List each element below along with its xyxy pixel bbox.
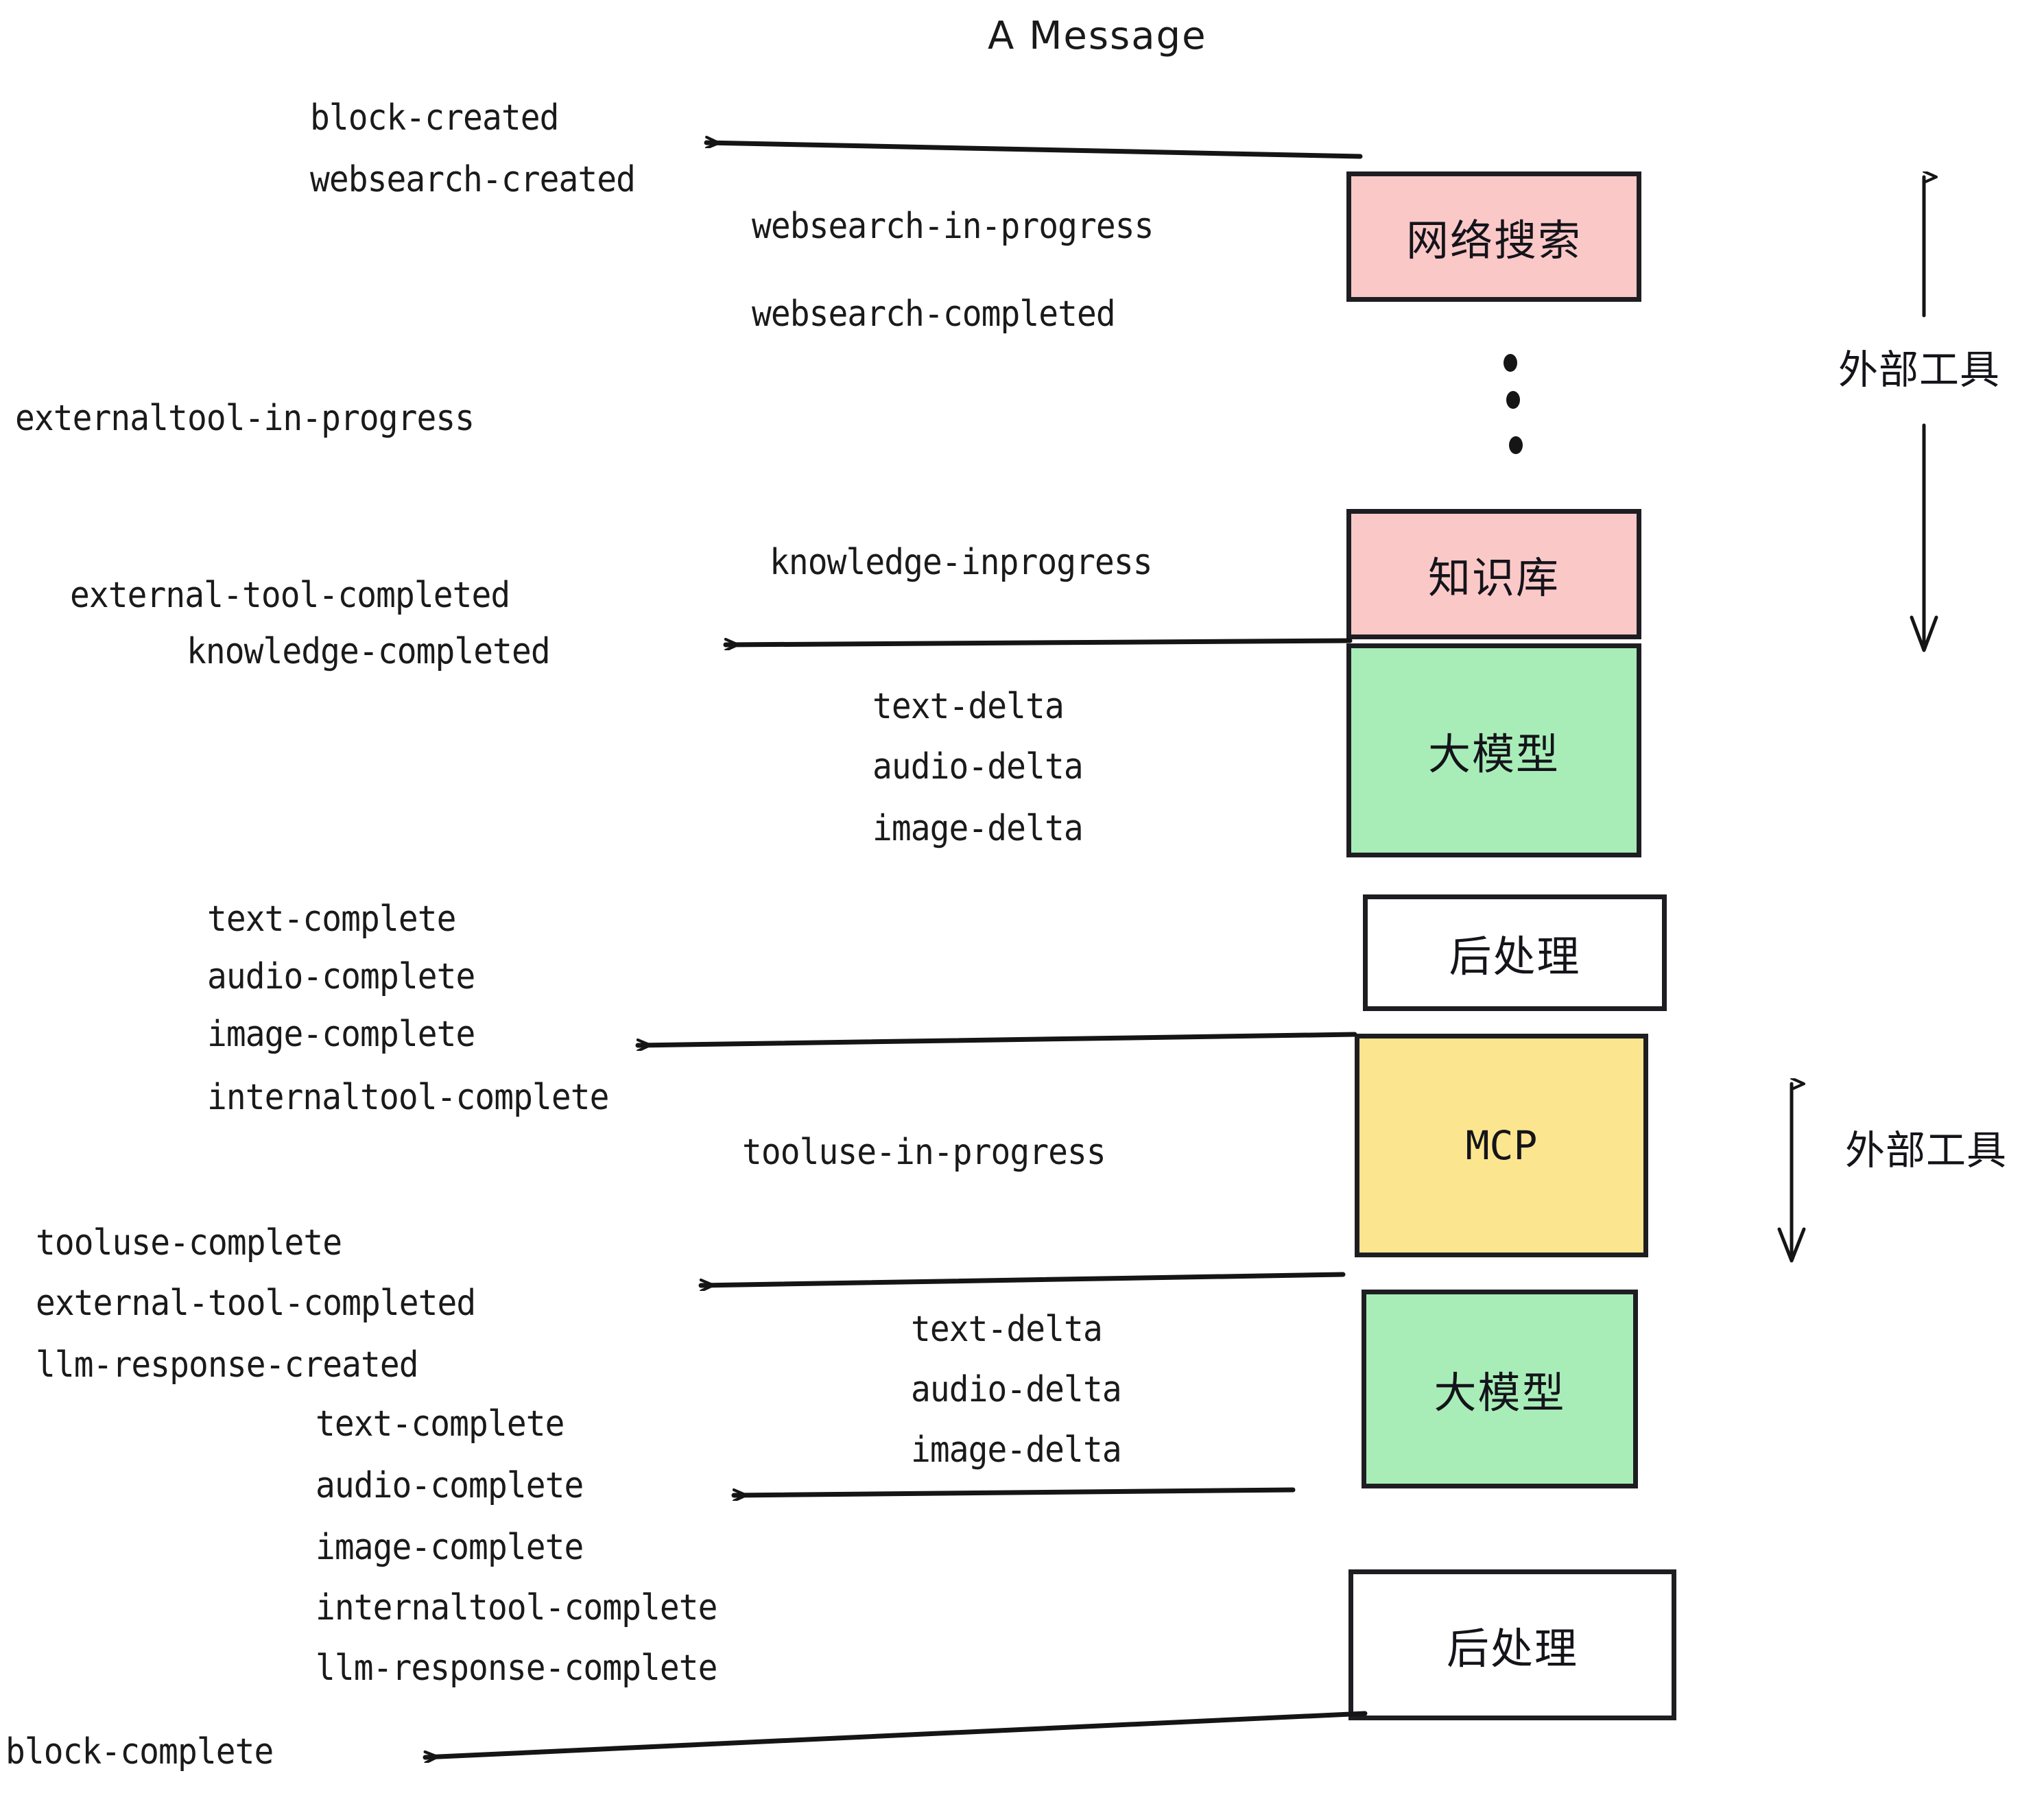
node-box-llm-top-label: 大模型 [1427,729,1560,779]
event-label-image-complete-1: image-complete [207,1014,475,1055]
event-label-audio-complete-1: audio-complete [207,956,475,997]
event-label-text-delta-1: text-delta [872,686,1065,727]
node-box-postprocess-bottom-label: 后处理 [1446,1624,1578,1674]
event-label-llm-response-created: llm-response-created [36,1344,419,1386]
arrow-postprocess-to-block-complete [423,1711,1368,1757]
node-box-mcp-label: MCP [1465,1122,1538,1169]
event-label-image-delta-2: image-delta [911,1429,1122,1471]
external-tools-range-arrow-bottom [1777,1084,1806,1263]
side-label-external-tools-bottom: 外部工具 [1845,1127,2008,1174]
event-label-knowledge-completed: knowledge-completed [187,631,551,672]
event-label-knowledge-inprogress: knowledge-inprogress [770,542,1153,583]
event-label-external-tool-completed-2: external-tool-completed [36,1283,476,1324]
ellipsis-dot [1506,391,1520,409]
external-tools-range-arrow-top [1910,177,1938,652]
ellipsis-dot [1509,436,1523,454]
arrow-knowledge-to-knowledge-completed [723,641,1353,645]
event-label-text-delta-2: text-delta [911,1309,1103,1350]
event-label-audio-delta-1: audio-delta [872,746,1084,787]
event-label-audio-delta-2: audio-delta [911,1369,1122,1410]
event-label-tooluse-complete: tooluse-complete [36,1222,342,1263]
event-label-image-complete-2: image-complete [316,1527,584,1568]
event-label-internaltool-complete-1: internaltool-complete [207,1077,609,1118]
node-box-postprocess-bottom[interactable]: 后处理 [1348,1569,1676,1720]
node-box-llm-bottom-label: 大模型 [1434,1368,1566,1418]
node-box-websearch-label: 网络搜索 [1405,215,1582,265]
event-label-external-tool-completed-1: external-tool-completed [70,575,510,616]
event-label-websearch-completed: websearch-completed [752,294,1116,335]
event-label-tooluse-in-progress: tooluse-in-progress [742,1132,1106,1173]
node-box-websearch[interactable]: 网络搜索 [1346,171,1641,302]
diagram-title: A Message [988,14,1207,58]
event-label-image-delta-1: image-delta [872,808,1084,849]
arrow-postprocess-to-image-complete [635,1032,1357,1045]
arrow-websearch-to-block-created [704,143,1363,159]
event-label-internaltool-complete-2: internaltool-complete [316,1587,717,1628]
side-label-external-tools-top: 外部工具 [1838,346,2001,393]
node-box-knowledge-label: 知识库 [1427,553,1560,603]
event-label-block-complete: block-complete [5,1731,274,1772]
node-box-postprocess-top[interactable]: 后处理 [1363,894,1667,1011]
node-box-llm-bottom[interactable]: 大模型 [1362,1290,1638,1488]
event-label-llm-response-complete: llm-response-complete [316,1648,717,1689]
ellipsis-dot [1504,354,1517,372]
arrow-mcp-to-tooluse-complete [698,1272,1346,1285]
arrow-llm-to-audio-complete [731,1487,1296,1495]
event-label-text-complete-1: text-complete [207,899,456,940]
event-label-websearch-created: websearch-created [310,159,636,200]
node-box-llm-top[interactable]: 大模型 [1346,643,1641,857]
event-label-text-complete-2: text-complete [316,1403,565,1445]
node-box-postprocess-top-label: 后处理 [1449,931,1581,982]
node-box-knowledge[interactable]: 知识库 [1346,509,1641,639]
event-label-externaltool-in-progress: externaltool-in-progress [15,398,475,439]
event-label-block-created: block-created [310,97,559,139]
node-box-mcp[interactable]: MCP [1355,1034,1648,1257]
event-label-websearch-in-progress: websearch-in-progress [752,206,1154,247]
event-label-audio-complete-2: audio-complete [316,1465,584,1506]
